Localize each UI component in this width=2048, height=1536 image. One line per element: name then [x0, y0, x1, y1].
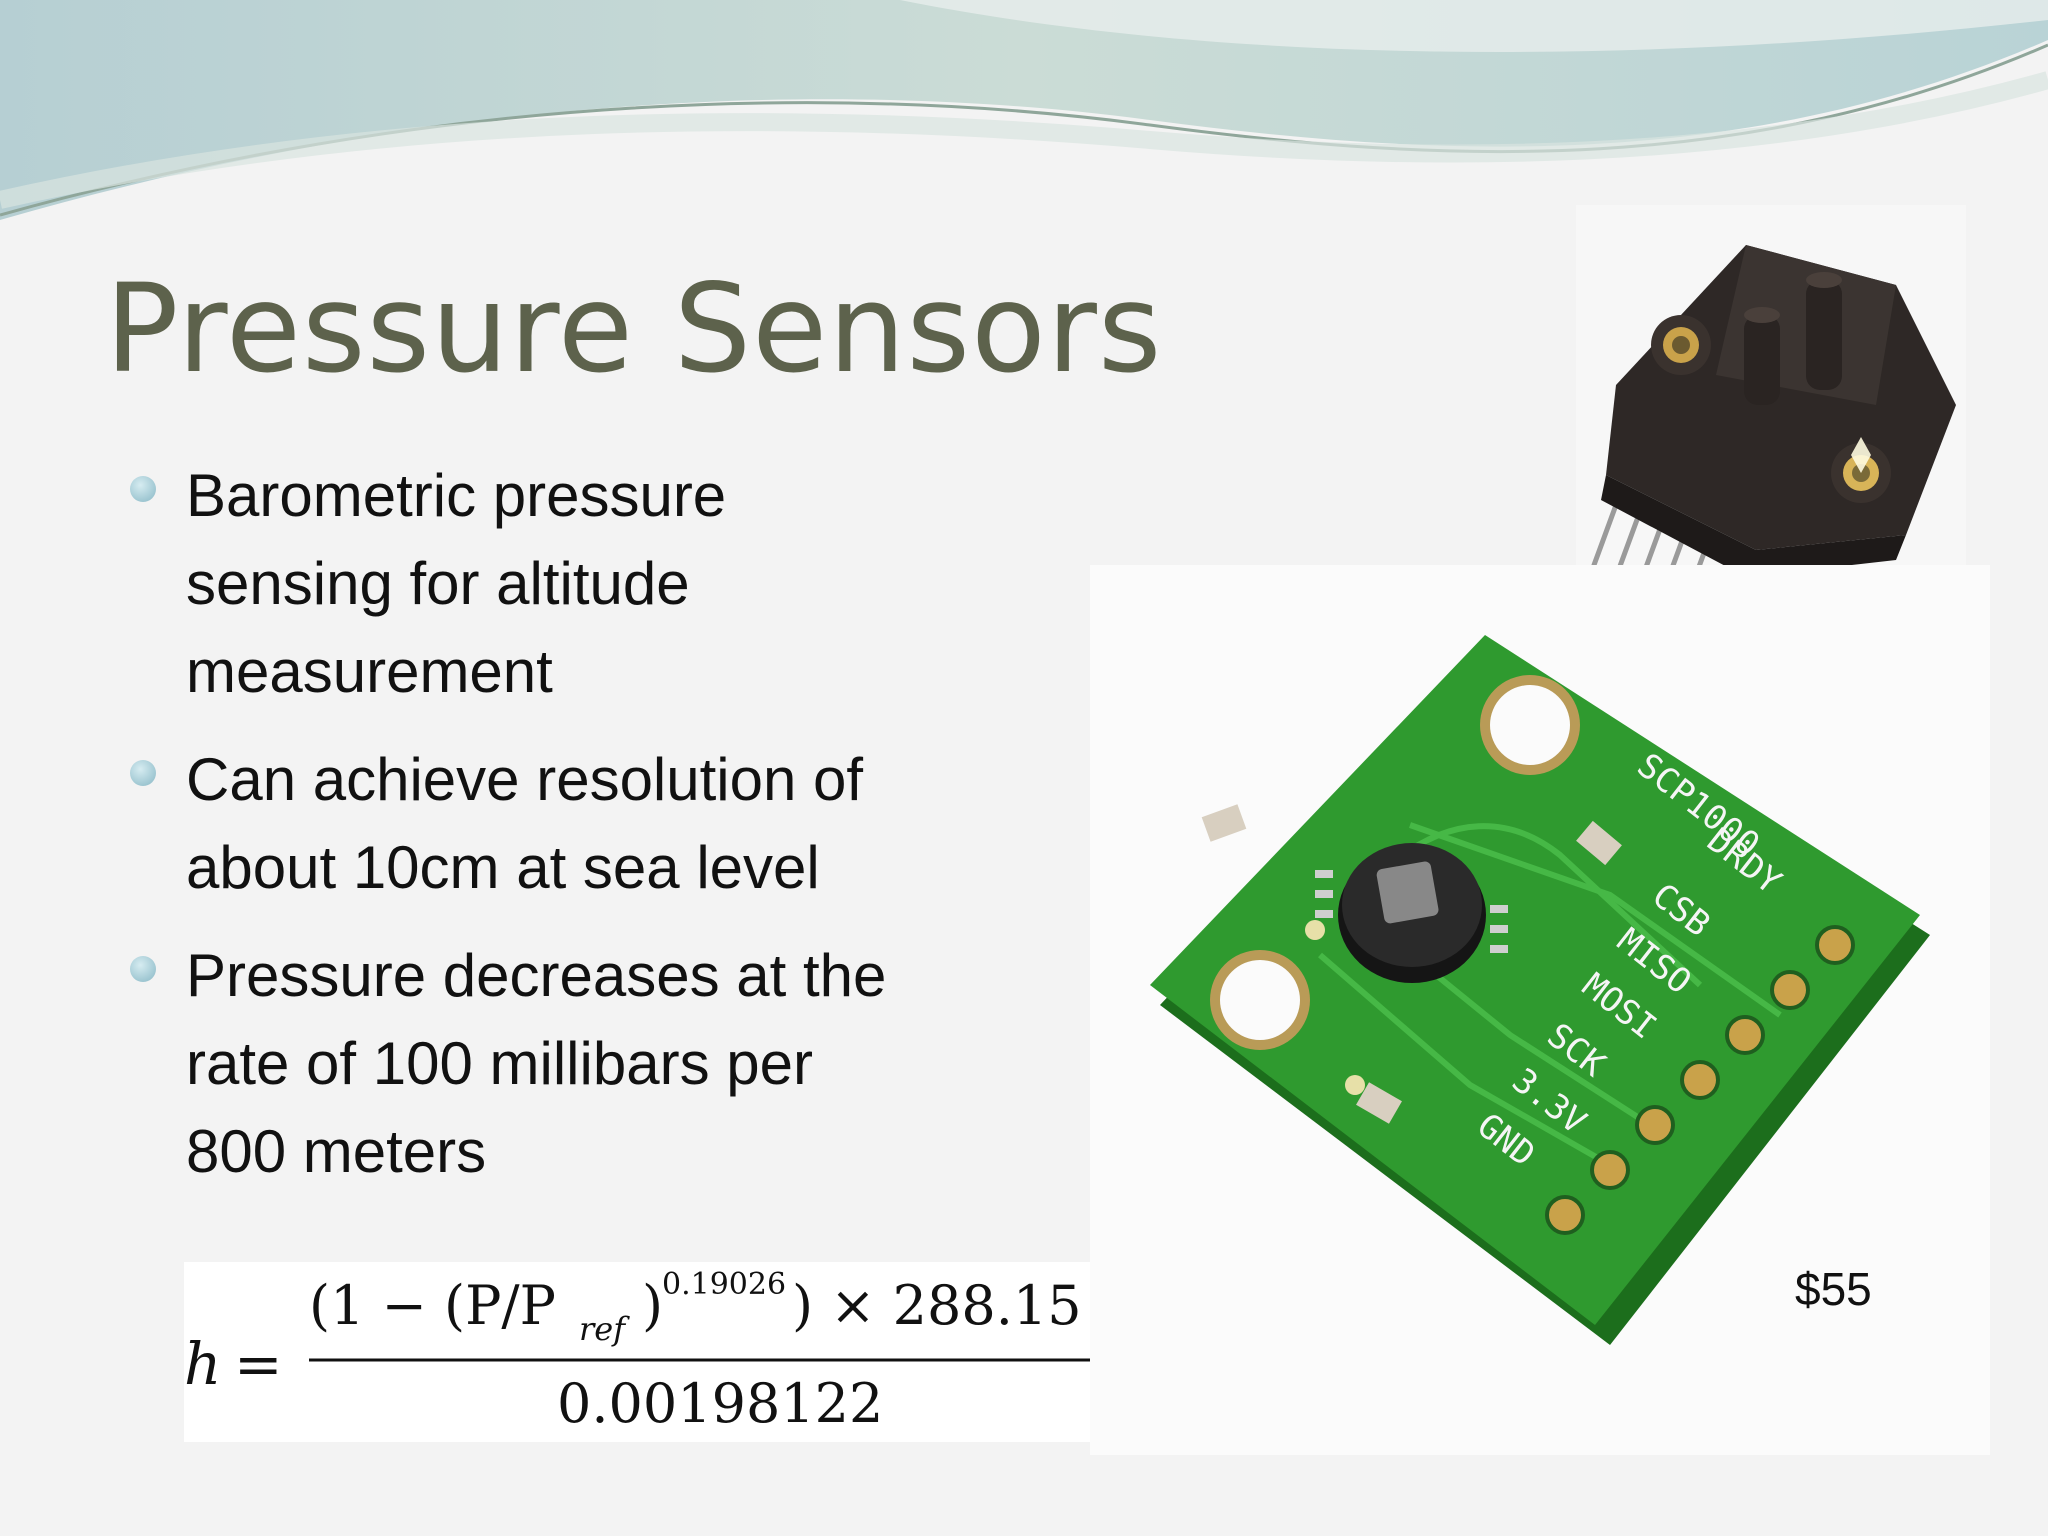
bullet-item: Can achieve resolution of about 10cm at … [128, 736, 1108, 912]
bullet-dot-icon [130, 760, 156, 786]
price-label: $55 [1795, 1263, 1872, 1315]
bullet-dot-icon [130, 956, 156, 982]
bullet-line: sensing for altitude [186, 550, 690, 617]
slide-title: Pressure Sensors [105, 258, 1163, 400]
bullet-line: 800 meters [186, 1118, 487, 1185]
formula-subscript: ref [579, 1310, 630, 1348]
bullet-line: measurement [186, 638, 553, 705]
formula-paren-close: ) [642, 1274, 663, 1337]
formula-numerator-tail: ) × 288.15 [792, 1274, 1082, 1337]
bullet-line: Barometric pressure [186, 462, 727, 529]
header-wave-decoration [0, 0, 2048, 220]
bullet-line: Pressure decreases at the [186, 942, 887, 1009]
formula-lhs: h [184, 1330, 221, 1398]
bullet-dot-icon [130, 476, 156, 502]
formula-denominator: 0.00198122 [557, 1372, 883, 1435]
formula-numerator-open: (1 − (P/P [309, 1274, 556, 1337]
bullet-item: Barometric pressure sensing for altitude… [128, 452, 1108, 716]
bullet-item: Pressure decreases at the rate of 100 mi… [128, 932, 1108, 1196]
bullet-list: Barometric pressure sensing for altitude… [128, 452, 1108, 1216]
formula-exponent: 0.19026 [662, 1267, 786, 1302]
altitude-formula: h = (1 − (P/P ref ) 0.19026 ) × 288.15 0… [184, 1262, 1114, 1442]
scp1000-breakout-board-image: SCP1000 DRDY CSB MISO MOSI SCK 3.3V GND [1090, 565, 1990, 1455]
formula-equals: = [234, 1330, 283, 1398]
bullet-line: Can achieve resolution of [186, 746, 864, 813]
bullet-line: about 10cm at sea level [186, 834, 820, 901]
pressure-sensor-image [1576, 205, 1966, 615]
bullet-line: rate of 100 millibars per [186, 1030, 813, 1097]
